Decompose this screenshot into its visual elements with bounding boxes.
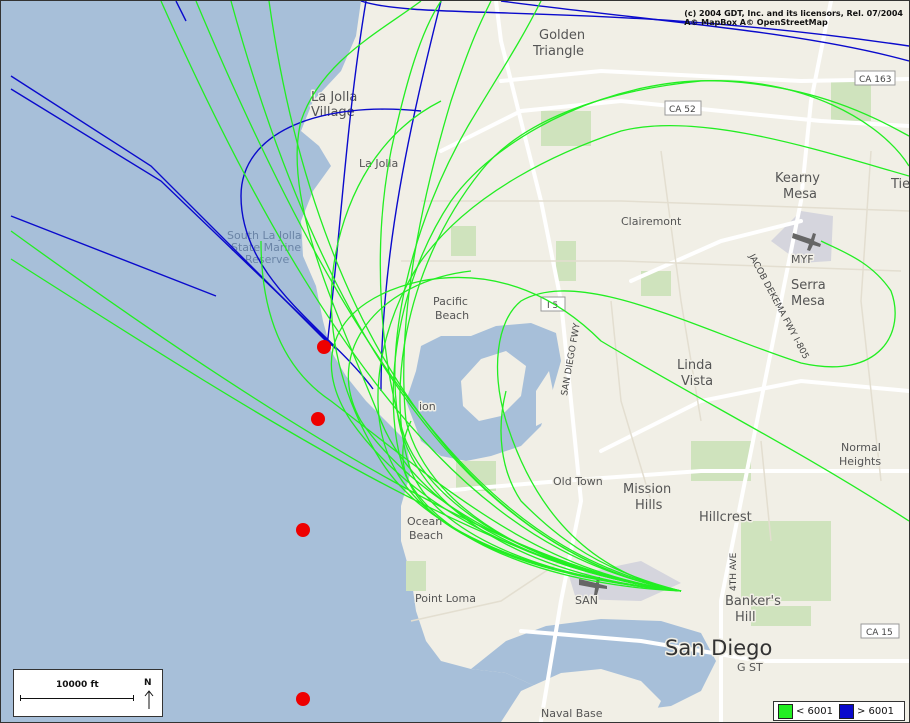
shield-ca15: CA 15 [866, 628, 893, 638]
copyright-line-2: A© MapBox A© OpenStreetMap [684, 18, 828, 27]
label-serra-mesa-1: Serra [791, 278, 826, 293]
north-arrow-icon [144, 690, 154, 709]
scale-bar-panel: 10000 ft N [13, 669, 163, 717]
flight-tracks-high-altitude [10, 1, 909, 392]
label-mission-bay: ion [419, 400, 436, 413]
legend-label-high: > 6001 [856, 705, 894, 717]
label-clairemont: Clairemont [621, 215, 682, 228]
waypoint-marker[interactable] [311, 412, 325, 426]
altitude-legend: < 6001 > 6001 [772, 701, 905, 721]
map-copyright: (c) 2004 GDT, Inc. and its licensors, Re… [684, 9, 903, 27]
waypoint-marker[interactable] [296, 523, 310, 537]
label-bankers-hill-1: Banker's [725, 594, 781, 609]
label-normal-heights-1: Normal [841, 441, 881, 454]
label-la-jolla: La Jolla [359, 157, 398, 170]
label-kearny-mesa-1: Kearny [775, 171, 820, 186]
label-golden-triangle-1: Golden [539, 28, 585, 43]
label-san-diego: San Diego [665, 636, 772, 660]
mission-bay-islands [461, 351, 554, 426]
label-linda-vista-2: Vista [681, 374, 713, 389]
label-myf: MYF [791, 253, 814, 266]
label-pacific-beach-1: Pacific [433, 295, 468, 308]
scale-bar [20, 695, 134, 701]
shield-ca163: CA 163 [859, 75, 891, 85]
label-normal-heights-2: Heights [839, 455, 881, 468]
label-linda-vista-1: Linda [677, 358, 712, 373]
label-g-st: G ST [737, 661, 763, 674]
parks [406, 81, 871, 626]
legend-label-low: < 6001 [795, 705, 833, 717]
roads [439, 1, 909, 722]
label-san: SAN [575, 594, 598, 607]
label-mission-hills-1: Mission [623, 482, 671, 497]
label-naval-base: Naval Base [541, 707, 603, 720]
label-bankers-hill-2: Hill [735, 610, 756, 625]
label-tie: Tie [890, 177, 909, 192]
shield-ca52: CA 52 [669, 105, 696, 115]
waypoint-marker[interactable] [296, 692, 310, 706]
label-golden-triangle-2: Triangle [532, 44, 584, 59]
road-fourth-ave: 4TH AVE [729, 552, 739, 591]
scale-label: 10000 ft [56, 680, 99, 690]
legend-swatch-high [838, 703, 854, 719]
label-point-loma: Point Loma [415, 592, 476, 605]
label-pacific-beach-2: Beach [435, 309, 469, 322]
label-old-town: Old Town [553, 475, 603, 488]
flight-tracks-low-altitude [10, 1, 909, 592]
copyright-line-1: (c) 2004 GDT, Inc. and its licensors, Re… [684, 9, 903, 18]
waypoints [296, 340, 331, 706]
label-south-la-jolla-1: South La Jolla [227, 229, 302, 242]
place-labels: Golden Triangle La Jolla Village La Joll… [226, 27, 910, 722]
waypoint-marker[interactable] [317, 340, 331, 354]
label-hillcrest: Hillcrest [699, 510, 752, 525]
airplane-icon [579, 233, 821, 595]
minor-roads [401, 150, 909, 622]
label-la-jolla-village-2: Village [311, 105, 355, 120]
coronado-island [501, 669, 661, 722]
label-kearny-mesa-2: Mesa [783, 187, 817, 202]
label-ocean-beach-1: Ocean [407, 515, 442, 528]
legend-swatch-low [777, 703, 793, 719]
label-ocean-beach-2: Beach [409, 529, 443, 542]
label-serra-mesa-2: Mesa [791, 294, 825, 309]
label-south-la-jolla-3: Reserve [245, 253, 289, 266]
north-label: N [144, 678, 152, 688]
shield-i5: I 5 [547, 301, 558, 311]
label-la-jolla-village-1: La Jolla [311, 90, 357, 105]
label-mission-hills-2: Hills [635, 498, 663, 513]
